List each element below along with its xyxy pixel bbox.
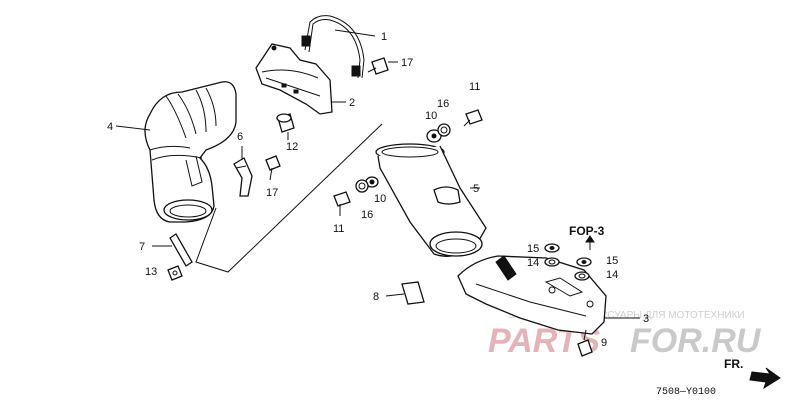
band-part-1 bbox=[301, 15, 376, 79]
watermark-tagline: ЗАПЧАСТИ И АКСЕССУАРЫ ДЛЯ МОТОТЕХНИКИ bbox=[508, 310, 745, 321]
label-16-upper: 16 bbox=[437, 98, 449, 110]
boot-part-4 bbox=[115, 81, 237, 223]
label-4: 4 bbox=[107, 121, 113, 133]
label-15-right: 15 bbox=[606, 255, 618, 267]
bolt-part-9 bbox=[577, 329, 593, 357]
clip-part-6 bbox=[233, 146, 253, 197]
bracket-part-2 bbox=[255, 43, 346, 115]
label-11-upper: 11 bbox=[469, 81, 480, 93]
label-15-left: 15 bbox=[527, 243, 539, 255]
label-16-lower: 16 bbox=[361, 209, 373, 221]
bolt-part-17-top bbox=[367, 57, 398, 75]
label-17-top: 17 bbox=[401, 57, 413, 69]
washer-part-10-lower bbox=[365, 176, 379, 188]
connection-lines bbox=[195, 123, 383, 273]
washer-part-16-upper bbox=[437, 123, 451, 137]
label-part-8 bbox=[385, 281, 425, 305]
heat-shield-part-3 bbox=[457, 255, 640, 335]
nut-part-13 bbox=[167, 265, 183, 281]
label-17-mid: 17 bbox=[266, 187, 278, 199]
label-2: 2 bbox=[349, 97, 355, 109]
front-direction-label: FR. bbox=[724, 357, 743, 371]
bolt-part-11-upper bbox=[463, 109, 483, 127]
label-8: 8 bbox=[373, 291, 379, 303]
label-9: 9 bbox=[601, 337, 607, 349]
label-7: 7 bbox=[139, 241, 145, 253]
grommet-part-12 bbox=[276, 113, 295, 140]
label-1: 1 bbox=[381, 31, 387, 43]
label-12: 12 bbox=[286, 141, 298, 153]
fop-arrow bbox=[585, 235, 595, 250]
label-14-left: 14 bbox=[527, 257, 539, 269]
label-10-lower: 10 bbox=[374, 193, 386, 205]
label-13: 13 bbox=[145, 266, 157, 278]
washer-part-16-lower bbox=[355, 179, 369, 193]
label-10-upper: 10 bbox=[425, 110, 437, 122]
washer-part-15-right bbox=[576, 257, 592, 267]
label-3: 3 bbox=[643, 313, 649, 325]
label-14-right: 14 bbox=[606, 269, 618, 281]
diagram-code: 7508—Y0100 bbox=[656, 387, 716, 398]
washer-part-15-left bbox=[544, 243, 560, 253]
bolt-part-17-mid bbox=[265, 155, 281, 181]
washer-part-14-right bbox=[574, 271, 590, 281]
pin-part-7 bbox=[152, 233, 193, 267]
label-6: 6 bbox=[237, 131, 243, 143]
label-11-lower: 11 bbox=[333, 223, 344, 235]
front-direction-arrow bbox=[749, 367, 781, 390]
watermark-brand-right: FOR.RU bbox=[630, 322, 762, 360]
bolt-part-11-lower bbox=[333, 191, 351, 216]
washer-part-10-upper bbox=[426, 129, 442, 143]
reference-fop-3: FOP-3 bbox=[569, 224, 605, 238]
pipe-part-5 bbox=[375, 143, 487, 257]
washer-part-14-left bbox=[544, 257, 560, 267]
label-5: 5 bbox=[473, 183, 479, 195]
